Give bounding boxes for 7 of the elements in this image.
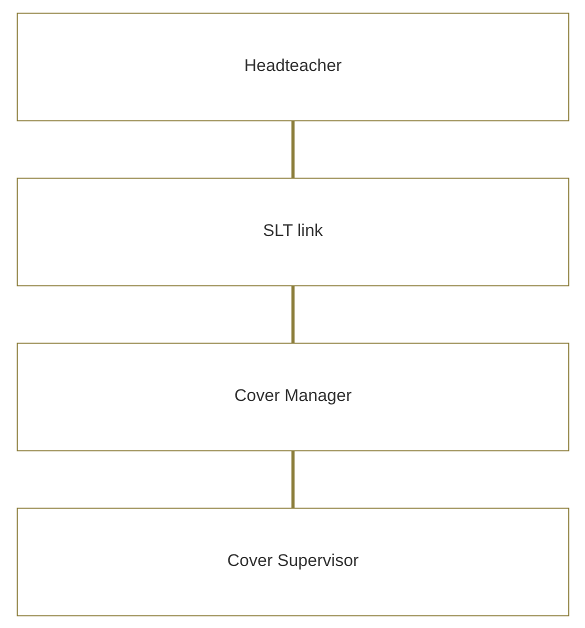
node-box: SLT link [16, 177, 569, 286]
connector [290, 120, 294, 178]
connector [290, 285, 294, 343]
node-box: Cover Supervisor [16, 507, 569, 616]
node-box: Headteacher [16, 12, 569, 121]
node-box: Cover Manager [16, 342, 569, 451]
connector [290, 450, 294, 508]
